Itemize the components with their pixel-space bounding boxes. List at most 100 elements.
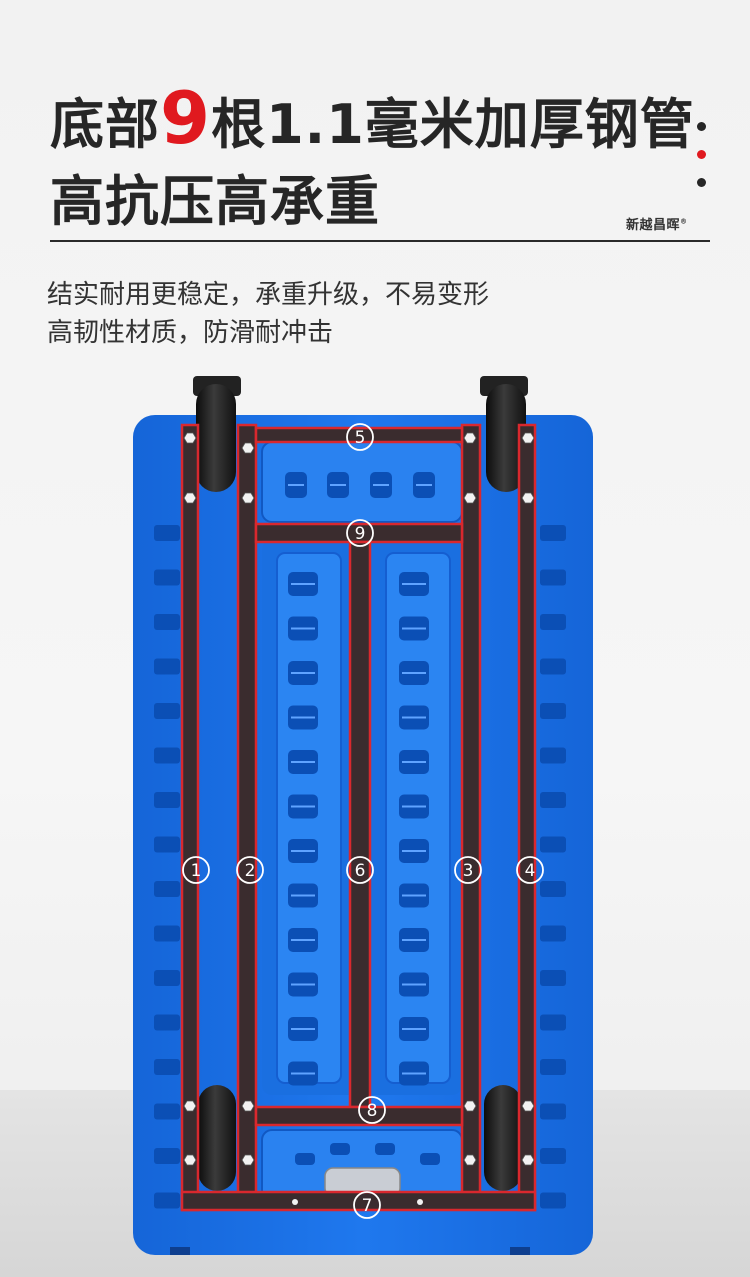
svg-text:7: 7 [362,1196,373,1216]
bolt-icon [463,1100,477,1112]
edge-slot [154,881,180,897]
edge-slot [540,525,566,541]
rivet-icon [417,1199,423,1205]
dot-icon [697,150,706,159]
edge-slot [154,1103,180,1120]
bolt-icon [521,432,535,444]
tube-label-2: 2 [236,856,264,884]
slot [285,472,307,498]
slot [413,472,435,498]
caster-wheel-icon [193,376,528,1191]
edge-slot [154,569,180,586]
tube-label-3: 3 [454,856,482,884]
bottom-slot [295,1153,315,1165]
svg-text:6: 6 [355,861,366,881]
steel-tubes [180,423,537,1212]
tube-label-8: 8 [358,1096,386,1124]
edge-slot [540,925,566,942]
bolt-icon [241,1154,255,1166]
slot [370,472,392,498]
bottom-slot [330,1143,350,1155]
description-line-1: 结实耐用更稳定，承重升级，不易变形 [47,280,490,310]
slot [288,616,318,641]
title-suffix: 根1.1毫米加厚钢管 [211,93,695,156]
three-dots-vertical-icon [697,122,707,206]
edge-slot [154,747,180,764]
svg-text:9: 9 [355,524,366,544]
bolt-icon [241,492,255,504]
bolt-icon [521,492,535,504]
edge-slot [154,703,180,719]
slot [399,1061,429,1086]
slot [288,661,318,685]
brand-name: 新越昌晖 [626,218,681,233]
cart-underside-diagram: 1 2 3 4 5 6 7 8 9 [133,376,593,1255]
edge-slot [154,836,180,853]
slot [399,839,429,863]
edge-slots [154,525,566,1209]
rivet-icon [292,1199,298,1205]
slot [288,883,318,908]
tube-label-9: 9 [346,519,374,547]
slot [288,972,318,997]
brand-logo: 新越昌晖® [626,214,688,233]
brand-registered-mark: ® [680,217,688,226]
slot [288,750,318,774]
bolt-icon [463,1154,477,1166]
edge-slot [154,970,180,986]
edge-slot [540,881,566,897]
header-divider [50,240,710,242]
slot [399,661,429,685]
title-highlight-number: 9 [160,76,212,160]
edge-slot [540,836,566,853]
svg-text:2: 2 [245,861,256,881]
svg-text:4: 4 [525,861,536,881]
slot [399,972,429,997]
bolt-icon [463,432,477,444]
edge-slot [154,614,180,630]
edge-slot [540,1103,566,1120]
dot-icon [697,122,706,131]
edge-slot [154,1014,180,1031]
edge-slot [154,1192,180,1209]
svg-text:5: 5 [355,428,366,448]
slot [288,839,318,863]
slot [399,1017,429,1041]
tube-label-6: 6 [346,856,374,884]
bolt-icon [183,432,197,444]
right-panel-slots [399,572,429,1086]
dot-icon [697,178,706,187]
bolt-icon [183,1100,197,1112]
edge-slot [540,1014,566,1031]
edge-slot [540,970,566,986]
slot [288,572,318,596]
description-line-2: 高韧性材质，防滑耐冲击 [47,318,334,348]
slot [399,572,429,596]
edge-slot [540,569,566,586]
edge-slot [154,1148,180,1164]
top-slots [285,472,435,498]
tube-label-4: 4 [516,856,544,884]
slot [399,794,429,819]
slot [399,705,429,730]
slot [288,1061,318,1086]
description: 结实耐用更稳定，承重升级，不易变形 高韧性材质，防滑耐冲击 [47,276,489,352]
edge-slot [154,525,180,541]
slot [399,750,429,774]
edge-slot [540,658,566,675]
tube-label-1: 1 [182,856,210,884]
title-prefix: 底部 [50,93,160,156]
tube-label-5: 5 [346,423,374,451]
page-title: 底部9根1.1毫米加厚钢管 [50,78,695,165]
svg-text:1: 1 [191,861,202,881]
edge-slot [540,792,566,808]
slot [399,616,429,641]
slot [399,928,429,952]
svg-text:3: 3 [463,861,474,881]
edge-slot [154,792,180,808]
edge-slot [154,925,180,942]
edge-slot [540,614,566,630]
bolt-icon [183,1154,197,1166]
slot [399,883,429,908]
edge-slot [540,1148,566,1164]
